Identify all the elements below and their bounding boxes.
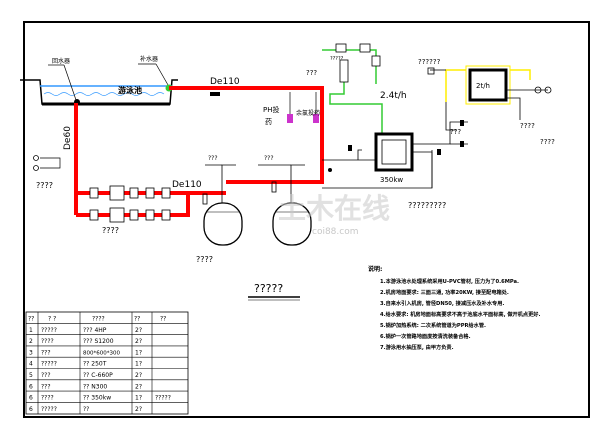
table-row: 6 ??? ?? N300 2? <box>29 383 142 390</box>
filter-pipe-label: De110 <box>172 180 202 190</box>
equipment-table: ?? ? ? ???? ?? ?? 1 ????? ??? 4HP 2? 2 ?… <box>25 311 189 415</box>
svg-text:??? S1200: ??? S1200 <box>83 338 114 345</box>
svg-text:??? 4HP: ??? 4HP <box>83 327 107 334</box>
table-header: ?? ? ? ???? ?? ?? <box>28 316 166 323</box>
svg-text:?????: ????? <box>155 395 171 402</box>
pool-label: 游泳池 <box>118 85 142 95</box>
svg-text:3: 3 <box>29 349 33 356</box>
svg-text:2?: 2? <box>135 327 142 334</box>
ph-dosing-label-2: 药 <box>265 117 272 126</box>
svg-text:?????: ????? <box>41 406 57 413</box>
svg-text:????: ???? <box>41 338 54 345</box>
watermark-main: 土木在线 <box>278 192 390 225</box>
tank-fittings <box>427 67 552 94</box>
table-row: 6 ???? ?? 350kw 1? ????? <box>29 395 171 402</box>
boiler-lines <box>322 121 468 189</box>
svg-text:?? N300: ?? N300 <box>83 383 107 390</box>
sand-filters <box>202 164 312 246</box>
dosing-units <box>287 92 319 123</box>
table-row: 6 ????? ?? 2? <box>29 406 142 413</box>
heater-note: ????????? <box>408 201 446 210</box>
table-row: 2 ???? ??? S1200 2? <box>29 338 142 345</box>
svg-text:??: ?? <box>134 316 140 323</box>
svg-text:???: ??? <box>41 383 51 390</box>
svg-text:?? 350kw: ?? 350kw <box>83 395 111 402</box>
boiler-fittings <box>328 120 464 172</box>
outer-frame <box>23 21 590 418</box>
svg-text:4: 4 <box>29 361 33 368</box>
svg-text:2?: 2? <box>135 383 142 390</box>
svg-text:? ?: ? ? <box>48 316 56 323</box>
svg-text:2?: 2? <box>135 372 142 379</box>
svg-text:6: 6 <box>29 383 33 390</box>
flow-rate-label: 2.4t/h <box>380 91 407 101</box>
svg-text:6: 6 <box>29 395 33 402</box>
left-meter-label: ???? <box>36 181 53 190</box>
pool-fill-label: ????? <box>330 56 344 62</box>
makeup-valves <box>335 43 381 83</box>
ph-dosing-label: PH投 <box>263 105 280 114</box>
riser-pipe-label: De60 <box>63 126 73 150</box>
svg-text:??: ?? <box>83 406 89 413</box>
table-row: 5 ??? ?? C-660P 2? <box>29 372 142 379</box>
svg-text:???: ??? <box>41 349 51 356</box>
svg-text:?? C-660P: ?? C-660P <box>83 372 113 379</box>
circulation-pumps <box>89 185 171 223</box>
svg-text:1: 1 <box>29 327 33 334</box>
notes-line-5: 5.锅炉加热系统: 二次系统管道为PPR给水管. <box>380 321 486 329</box>
filters-label: ???? <box>196 255 213 264</box>
storage-tank <box>465 65 511 105</box>
swimming-pool: 游泳池 回水器 补水器 <box>20 55 178 106</box>
svg-text:5: 5 <box>29 372 33 379</box>
filter-valve-label-1: ??? <box>208 155 218 162</box>
table-row: 3 ??? 800*600*300 1? <box>29 349 142 356</box>
pump-group-label: ???? <box>102 226 119 235</box>
notes-line-7: 7.游泳用水抽压泵, 由甲方负责. <box>380 343 454 351</box>
svg-text:2: 2 <box>29 338 33 345</box>
filter-valve-label-2: ??? <box>264 155 274 162</box>
svg-text:???: ??? <box>41 372 51 379</box>
pool-left-tag: 回水器 <box>52 57 70 65</box>
svg-text:2?: 2? <box>135 338 142 345</box>
drawing-title: ????? <box>254 282 283 295</box>
svg-text:????: ???? <box>92 316 105 323</box>
pipe-sleeve-icon <box>210 92 220 96</box>
drain-gauge-icon <box>33 155 61 171</box>
table-row: 1 ????? ??? 4HP 2? <box>29 327 142 334</box>
top-small-label: ??? <box>306 69 317 77</box>
notes-line-6: 6.锅炉一次管路地面度按清洗装备合格. <box>380 332 471 340</box>
heat-exchanger <box>374 132 414 172</box>
svg-text:1?: 1? <box>135 361 142 368</box>
right-low-label: ??? <box>450 128 461 136</box>
svg-text:800*600*300: 800*600*300 <box>83 350 120 356</box>
pool-right-tag: 补水器 <box>140 55 158 63</box>
main-pipe-label: De110 <box>210 77 240 87</box>
right-top-label: ?????? <box>418 58 441 66</box>
chlorine-dosing-label: 余氯投药 <box>296 109 320 117</box>
tank-capacity: 2t/h <box>476 82 490 90</box>
notes-line-3: 3.自来水引入机房, 管径DN50, 接减压水及补水专用. <box>380 299 504 307</box>
svg-text:????: ???? <box>41 395 54 402</box>
notes-heading: 说明: <box>368 265 382 273</box>
watermark-sub: coi88.com <box>312 227 359 237</box>
svg-text:1?: 1? <box>135 349 142 356</box>
notes-line-1: 1.本游泳池水处理系统采用U-PVC管材, 压力为了0.6MPa. <box>380 277 519 285</box>
svg-text:??: ?? <box>28 316 34 323</box>
svg-text:?? 250T: ?? 250T <box>83 361 107 368</box>
notes-line-4: 4.给水要求: 机房地面标高要求不高于池底水平面标高, 做开机点更好. <box>380 310 540 318</box>
table-row: 4 ????? ?? 250T 1? <box>29 361 142 368</box>
right-mid2-label: ???? <box>540 138 555 146</box>
svg-text:6: 6 <box>29 406 33 413</box>
svg-text:?????: ????? <box>41 327 57 334</box>
svg-text:2?: 2? <box>135 406 142 413</box>
svg-text:?????: ????? <box>41 361 57 368</box>
boiler-capacity: 350kw <box>380 176 403 184</box>
svg-text:??: ?? <box>160 316 166 323</box>
design-notes: 说明: 1.本游泳池水处理系统采用U-PVC管材, 压力为了0.6MPa. 2.… <box>368 265 540 351</box>
notes-line-2: 2.机房地面要求: 三面三通, 功率20KW, 接至配电箱处. <box>380 288 509 296</box>
svg-text:1?: 1? <box>135 395 142 402</box>
right-mid-label: ???? <box>520 122 535 130</box>
